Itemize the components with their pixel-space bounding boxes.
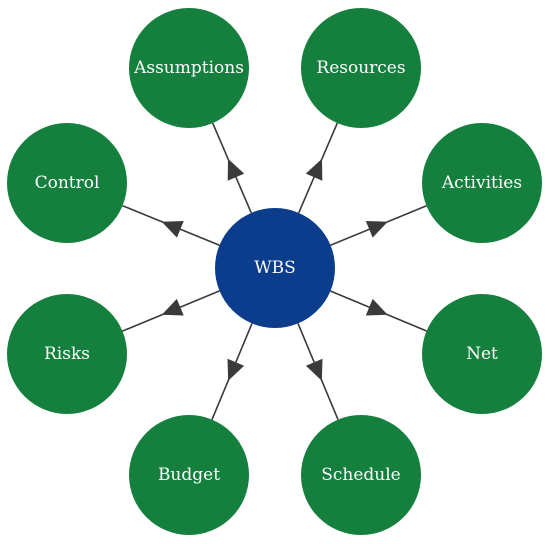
node-assumptions-label: Assumptions	[133, 58, 244, 78]
node-control: Control	[7, 123, 127, 243]
node-risks-label: Risks	[44, 344, 90, 364]
node-assumptions: Assumptions	[129, 8, 249, 128]
node-activities-circle	[422, 123, 542, 243]
node-net: Net	[422, 294, 542, 414]
node-budget: Budget	[129, 415, 249, 535]
node-net-circle	[422, 294, 542, 414]
center-node: WBS	[215, 208, 335, 328]
center-node-circle	[215, 208, 335, 328]
node-risks: Risks	[7, 294, 127, 414]
node-control-circle	[7, 123, 127, 243]
arrowhead-net	[365, 298, 388, 316]
node-assumptions-circle	[129, 8, 249, 128]
node-resources-circle	[301, 8, 421, 128]
arrowhead-activities	[365, 221, 388, 238]
node-resources: Resources	[301, 8, 421, 128]
node-schedule-label: Schedule	[321, 465, 401, 485]
node-risks-circle	[7, 294, 127, 414]
center-node-label: WBS	[254, 258, 296, 278]
node-activities-label: Activities	[441, 173, 522, 193]
arrowhead-schedule	[305, 358, 323, 381]
node-budget-circle	[129, 415, 249, 535]
node-budget-label: Budget	[158, 465, 220, 485]
node-net-label: Net	[466, 344, 498, 364]
arrowhead-assumptions	[227, 158, 245, 181]
arrowhead-risks	[161, 298, 184, 316]
node-resources-label: Resources	[316, 58, 405, 78]
node-schedule: Schedule	[301, 415, 421, 535]
node-activities: Activities	[422, 123, 542, 243]
arrowhead-budget	[227, 358, 245, 381]
node-schedule-circle	[301, 415, 421, 535]
node-control-label: Control	[35, 173, 100, 193]
arrowheads-layer	[161, 158, 388, 381]
arrowhead-resources	[305, 158, 323, 181]
arrowhead-control	[161, 221, 184, 238]
